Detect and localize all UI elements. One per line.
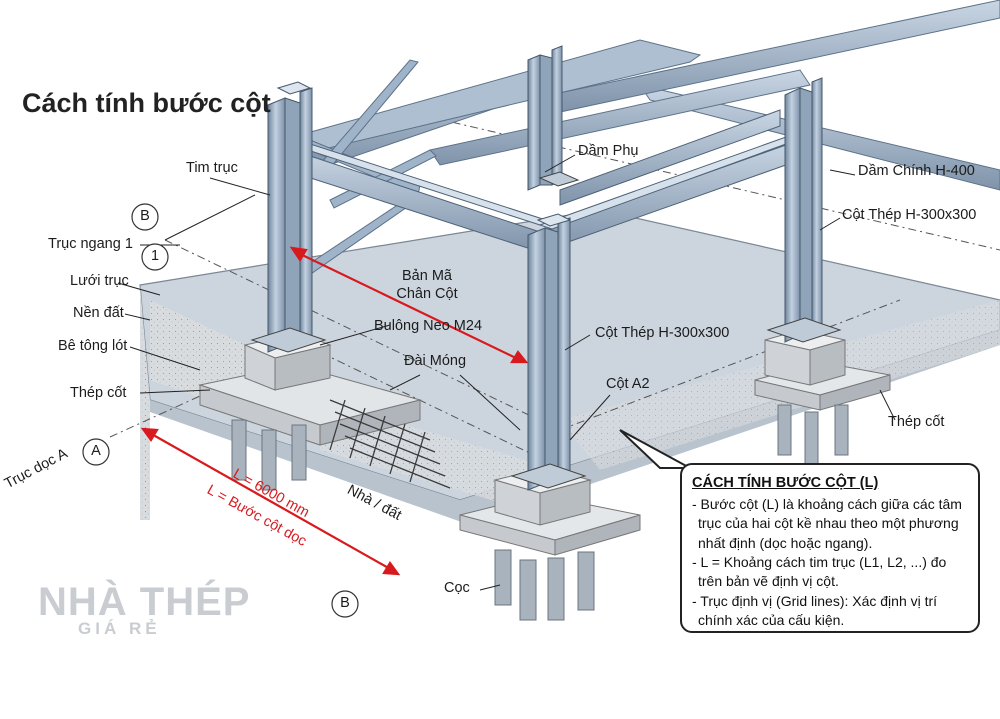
rebar-mesh <box>329 399 451 489</box>
column-back <box>527 45 563 191</box>
label-cot-thep-center: Cột Thép H-300x300 <box>595 325 730 341</box>
bubble-a <box>82 438 110 466</box>
callout-line: - Trục định vị (Grid lines): Xác định vị… <box>692 592 938 609</box>
label-be-tong-lot: Bê tông lót <box>58 338 128 354</box>
logo-sub-text: GIÁ RẺ <box>78 619 161 638</box>
logo-watermark: NHÀ THÉP GIÁ RẺ <box>38 580 250 639</box>
bubble-a-label: A <box>91 443 101 459</box>
label-nen-dat: Nền đất <box>73 305 124 321</box>
bubble-b-bottom-label: B <box>340 595 350 611</box>
callout-line: trục của hai cột kề nhau theo một phương <box>698 515 959 532</box>
bubble-b-top-label: B <box>140 208 150 224</box>
label-luoi-truc: Lưới trục <box>70 273 129 289</box>
column-left <box>267 81 313 353</box>
label-thep-cot-left: Thép cốt <box>70 385 127 401</box>
label-dam-phu: Dầm Phụ <box>578 143 639 159</box>
label-ban-ma-1: Bản Mã <box>402 268 452 284</box>
base-plates <box>250 171 842 489</box>
callout-line: - Bước cột (L) là khoảng cách giữa các t… <box>692 496 962 512</box>
label-tim-truc: Tim trục <box>186 160 238 176</box>
callout-box: CÁCH TÍNH BƯỚC CỘT (L) - Bước cột (L) là… <box>680 463 980 633</box>
callout-line: chính xác của cấu kiện. <box>698 611 845 628</box>
label-ban-ma-2: Chân Cột <box>396 286 458 302</box>
column-right <box>784 77 823 343</box>
bubble-b-top <box>131 203 159 231</box>
dimension-lines <box>140 246 529 576</box>
callout-title: CÁCH TÍNH BƯỚC CỘT (L) <box>692 475 879 491</box>
label-cot-thep-right: Cột Thép H-300x300 <box>842 207 977 223</box>
callout-pointer <box>619 429 691 469</box>
bubble-one <box>141 243 169 271</box>
callout-line: nhất định (dọc hoặc ngang). <box>698 534 873 551</box>
label-dam-chinh: Dầm Chính H-400 <box>858 163 975 179</box>
callout-line: - L = Khoảng cách tim trục (L1, L2, ...)… <box>692 553 947 570</box>
column-center <box>527 213 572 491</box>
bubble-b-bottom <box>331 590 359 618</box>
logo-main-text: NHÀ THÉP <box>38 580 251 624</box>
label-dai-mong: Đài Móng <box>404 353 467 369</box>
label-coc: Cọc <box>444 580 470 596</box>
bubble-one-label: 1 <box>150 248 160 264</box>
main-beams <box>290 109 810 253</box>
callout-line: trên bản vẽ định vị cột. <box>698 573 839 590</box>
label-cot-a2: Cột A2 <box>606 376 650 392</box>
label-thep-cot-right: Thép cốt <box>888 414 945 430</box>
page-title: Cách tính bước cột <box>22 88 271 118</box>
label-bulong: Bulông Neo M24 <box>374 318 483 334</box>
axis-bubbles <box>82 203 359 618</box>
label-truc-ngang: Trục ngang 1 <box>48 236 133 252</box>
